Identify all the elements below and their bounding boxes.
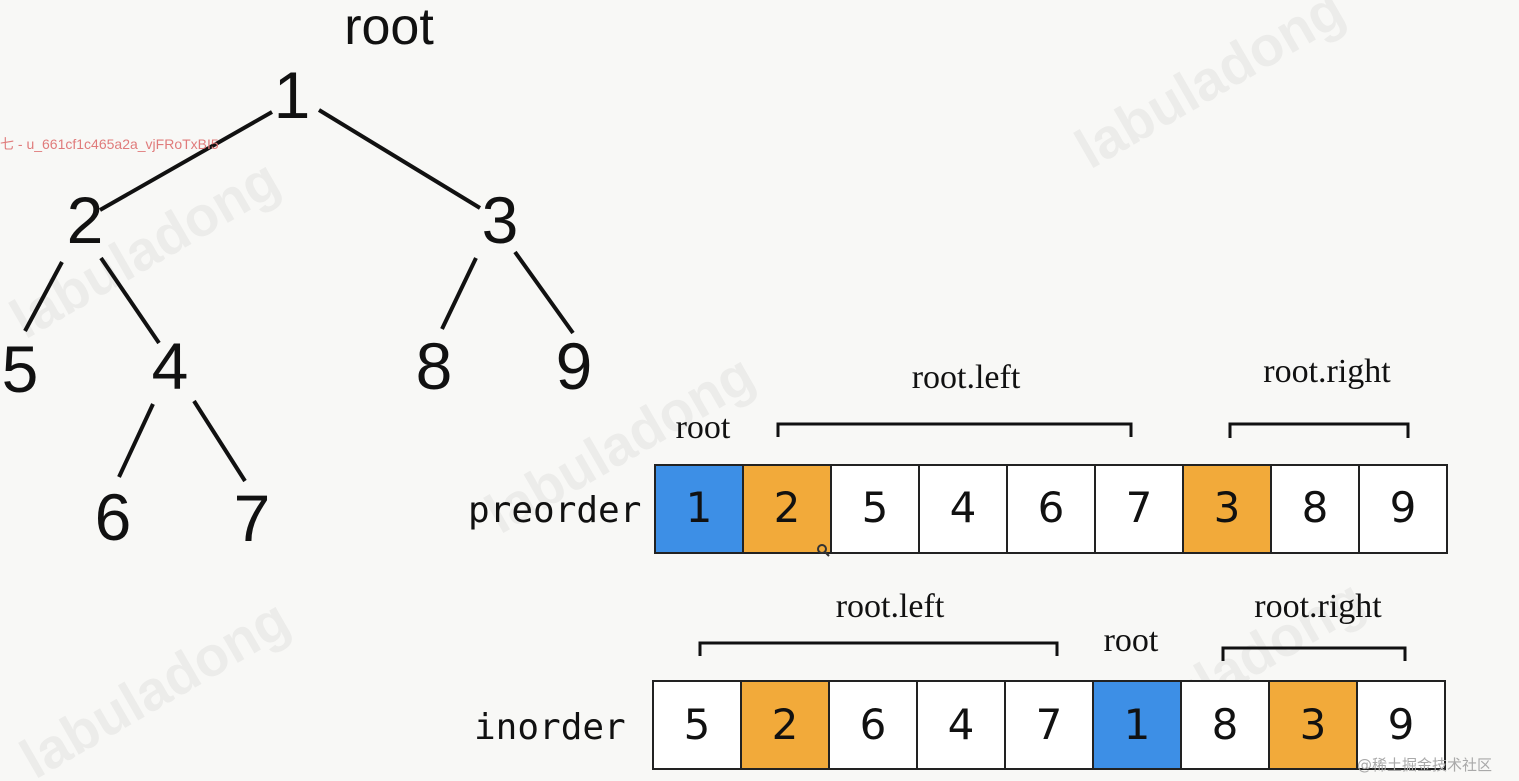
inorder-cell-text: 8	[1212, 700, 1239, 749]
cursor-icon	[817, 544, 827, 554]
inorder-label: inorder	[474, 707, 626, 748]
edge-2-5	[23, 261, 64, 332]
tree-node-4: 4	[152, 329, 189, 403]
inorder-cell-box	[1268, 680, 1358, 770]
preorder-cell-text: 8	[1302, 483, 1329, 532]
inorder-cell-text: 2	[772, 700, 799, 749]
preorder-cell-text: 6	[1038, 483, 1065, 532]
inorder-cell-box	[1356, 680, 1446, 770]
watermark: labuladong	[1065, 0, 1355, 180]
preorder-cell-text: 4	[950, 483, 977, 532]
inorder-cell-box	[828, 680, 918, 770]
preorder-root-label: root	[676, 409, 731, 446]
inorder-cell-box	[740, 680, 830, 770]
tree-node-8: 8	[416, 329, 453, 403]
credit-text: 七 - u_661cf1c465a2a_vjFRoTxBI5	[0, 136, 219, 152]
preorder-annotations: root root.left root.right	[676, 353, 1410, 446]
preorder-cell-text: 2	[774, 483, 801, 532]
inorder-root-label: root	[1104, 622, 1159, 659]
inorder-cell-text: 3	[1300, 700, 1327, 749]
edge-1-2	[99, 110, 273, 212]
preorder-right-label: root.right	[1263, 353, 1391, 390]
inorder-cell-text: 6	[860, 700, 887, 749]
preorder-cell-box	[654, 464, 744, 554]
preorder-cell-text: 3	[1214, 483, 1241, 532]
inorder-left-label: root.left	[836, 588, 945, 625]
edge-1-3	[317, 108, 482, 210]
preorder-cell-box	[1358, 464, 1448, 554]
inorder-annotations: root.left root root.right	[698, 588, 1407, 661]
preorder-left-label: root.left	[912, 359, 1021, 396]
footer-text: @稀土掘金技术社区	[1357, 756, 1493, 774]
watermarks: labuladong labuladong labuladong labulad…	[0, 0, 1375, 781]
tree-node-3: 3	[482, 183, 519, 257]
edge-4-6	[117, 403, 155, 478]
preorder-cell-text: 7	[1126, 483, 1153, 532]
cursor-icon	[824, 551, 830, 557]
tree-node-6: 6	[95, 480, 132, 554]
inorder-cell-box	[1180, 680, 1270, 770]
cursor-icon	[817, 544, 830, 557]
inorder-cell-text: 5	[684, 700, 711, 749]
tree-node-9: 9	[556, 329, 593, 403]
tree-node-2: 2	[67, 183, 104, 257]
inorder-cell-text: 4	[948, 700, 975, 749]
preorder-right-bracket	[1228, 422, 1410, 438]
inorder-left-bracket	[698, 641, 1059, 656]
tree-node-7: 7	[234, 481, 271, 555]
edge-3-8	[440, 257, 478, 330]
edge-4-7	[192, 399, 247, 483]
watermark: labuladong	[10, 587, 300, 781]
inorder-cell-box	[1004, 680, 1094, 770]
tree: root 1 2 3 5 4 8 9 6 7	[2, 0, 593, 555]
inorder-cell-box	[1092, 680, 1182, 770]
preorder-label: preorder	[468, 490, 641, 531]
inorder-cell-text: 1	[1124, 700, 1151, 749]
tree-root-label: root	[344, 0, 434, 56]
inorder-right-bracket	[1221, 646, 1407, 661]
preorder-cell-box	[742, 464, 832, 554]
preorder-cell-text: 1	[686, 483, 713, 532]
inorder-array: 5 2 6 4 7 1 8 3 9	[652, 680, 1446, 770]
edge-3-9	[513, 250, 575, 335]
preorder-cell-text: 5	[862, 483, 889, 532]
tree-node-1: 1	[274, 58, 311, 132]
preorder-array: 1 2 5 4 6 7 3 8 9	[654, 464, 1448, 554]
inorder-cell-text: 9	[1388, 700, 1415, 749]
preorder-cell-text: 9	[1390, 483, 1417, 532]
preorder-cell-box	[1006, 464, 1096, 554]
inorder-cell-text: 7	[1036, 700, 1063, 749]
preorder-cell-box	[1094, 464, 1184, 554]
preorder-left-bracket	[776, 422, 1133, 437]
inorder-right-label: root.right	[1254, 588, 1382, 625]
tree-node-5: 5	[2, 332, 39, 406]
edge-2-4	[99, 256, 161, 345]
